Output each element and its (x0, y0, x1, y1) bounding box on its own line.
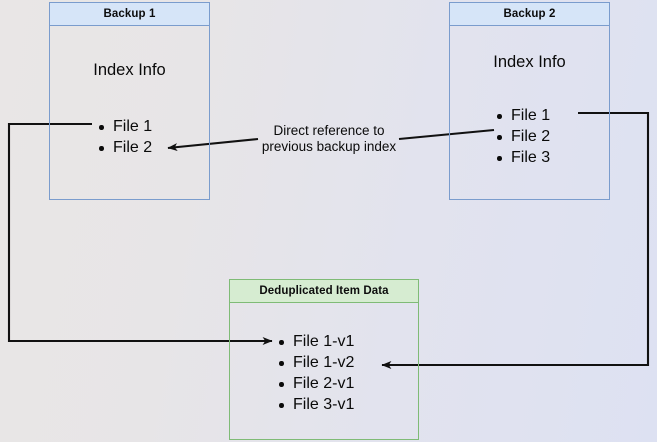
node-backup-1[interactable]: Backup 1 Index Info File 1 File 2 (49, 2, 210, 200)
list-item: File 2 (97, 137, 152, 158)
node-backup-1-header: Backup 1 (50, 3, 209, 26)
list-item: File 3 (495, 147, 550, 168)
node-backup-2-header-label: Backup 2 (503, 8, 556, 20)
node-backup-2-file-list: File 1 File 2 File 3 (495, 105, 550, 168)
list-item: File 2 (495, 126, 550, 147)
node-backup-2[interactable]: Backup 2 Index Info File 1 File 2 File 3 (449, 2, 610, 200)
node-backup-2-title: Index Info (493, 53, 566, 71)
node-backup-1-title: Index Info (93, 61, 166, 79)
node-deduplicated-item-data-header-label: Deduplicated Item Data (259, 285, 389, 297)
node-deduplicated-item-data[interactable]: Deduplicated Item Data File 1-v1 File 1-… (229, 279, 419, 440)
list-item: File 1-v1 (277, 331, 354, 352)
list-item: File 1 (97, 116, 152, 137)
list-item: File 2-v1 (277, 373, 354, 394)
edge-label-direct-reference: Direct reference to previous backup inde… (261, 123, 397, 154)
node-deduplicated-item-data-header: Deduplicated Item Data (230, 280, 418, 303)
connector-backup1-to-dedup (7, 122, 273, 345)
list-item: File 3-v1 (277, 394, 354, 415)
connector-label-to-backup1 (167, 137, 259, 152)
list-item: File 1-v2 (277, 352, 354, 373)
node-backup-1-header-label: Backup 1 (103, 8, 156, 20)
node-backup-1-file-list: File 1 File 2 (97, 116, 152, 158)
node-backup-2-header: Backup 2 (450, 3, 609, 26)
connector-backup2-to-label (398, 128, 495, 141)
connector-backup2-to-dedup (381, 111, 650, 369)
node-deduplicated-item-data-file-list: File 1-v1 File 1-v2 File 2-v1 File 3-v1 (277, 331, 354, 415)
list-item: File 1 (495, 105, 550, 126)
